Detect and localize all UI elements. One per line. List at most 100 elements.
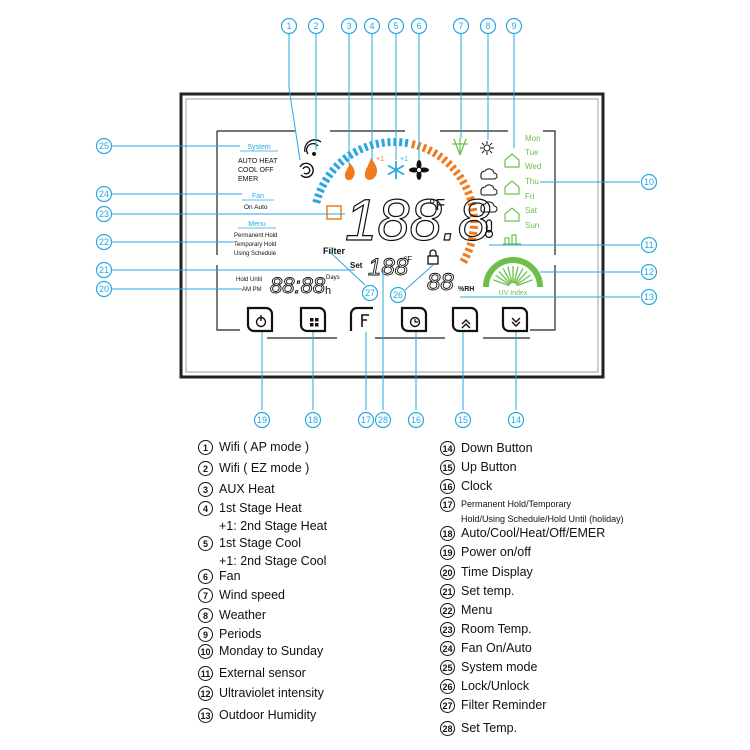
menu-line1: Permanent Hold <box>234 233 277 239</box>
legend-label: Lock/Unlock <box>461 679 530 693</box>
room-temp-digits: 188.8 <box>345 188 490 253</box>
callout-2: 2 <box>307 17 325 35</box>
svg-text:16: 16 <box>411 415 421 425</box>
legend-label: Menu <box>461 603 493 617</box>
room-temp-unit: °F <box>429 197 445 214</box>
legend-number: 27 <box>440 698 455 713</box>
legend-number: 28 <box>440 721 455 736</box>
legend-number: 10 <box>198 644 213 659</box>
arc-heat-segment <box>467 236 477 242</box>
legend-label: External sensor <box>219 666 306 680</box>
uv-label: UV Index <box>499 290 528 297</box>
callout-13: 13 <box>640 288 658 306</box>
arc-heat-segment <box>469 213 478 218</box>
arc-heat-segment <box>436 152 444 161</box>
legend-label: 1st Stage Heat+1: 2nd Stage Heat <box>219 501 328 533</box>
callout-23: 23 <box>95 205 113 223</box>
legend-label: AUX Heat <box>219 482 275 496</box>
legend-label: Ultraviolet intensity <box>219 686 324 700</box>
periods-icons <box>503 153 521 245</box>
stage-heat-icon: +1 <box>364 156 384 180</box>
callout-22: 22 <box>95 233 113 251</box>
arc-heat-segment <box>469 231 478 236</box>
callout-3: 3 <box>340 17 358 35</box>
svg-text:9: 9 <box>511 21 516 31</box>
arc-heat-segment <box>468 207 478 212</box>
arc-heat-segment <box>440 155 449 165</box>
time-display: Hold Until AM PM 88:88 Days h <box>236 273 340 299</box>
legend-label: Set temp. <box>461 584 515 598</box>
legend-label: Weather <box>219 608 267 622</box>
legend-number: 24 <box>440 641 455 656</box>
callout-19: 19 <box>253 411 271 429</box>
svg-text:20: 20 <box>99 284 109 294</box>
legend-label: Wifi ( AP mode ) <box>219 440 310 454</box>
clock-button[interactable] <box>400 306 428 333</box>
legend-number: 6 <box>198 569 213 584</box>
uv-ray <box>515 270 528 285</box>
am-pm-label: AM PM <box>242 287 262 293</box>
set-temp-unit: °F <box>404 255 412 264</box>
svg-text:28: 28 <box>378 415 388 425</box>
down-button[interactable] <box>501 306 529 333</box>
callout-12: 12 <box>640 263 658 281</box>
svg-text:26: 26 <box>393 290 403 300</box>
arc-cool-segment <box>312 198 321 204</box>
fan-block: Fan On Auto <box>242 193 274 211</box>
stage-cool-icon: +1 <box>387 156 408 179</box>
mode-button[interactable] <box>299 306 327 333</box>
legend-number: 25 <box>440 660 455 675</box>
callout-27: 27 <box>361 284 379 302</box>
legend-number: 17 <box>440 497 455 512</box>
legend-number: 15 <box>440 460 455 475</box>
set-label: Set <box>350 261 363 270</box>
svg-text:13: 13 <box>644 292 654 302</box>
callout-11: 11 <box>640 236 658 254</box>
callout-15: 15 <box>454 411 472 429</box>
callout-6: 6 <box>410 17 428 35</box>
hours-label: h <box>325 285 331 297</box>
menu-button[interactable] <box>349 306 373 331</box>
fan-modes: On Auto <box>244 204 268 211</box>
callout-20: 20 <box>95 280 113 298</box>
day-wed: Wed <box>525 162 541 171</box>
legend-label: Set Temp. <box>461 721 518 735</box>
arc-heat-segment <box>466 242 476 248</box>
svg-text:22: 22 <box>99 237 109 247</box>
legend-number: 5 <box>198 536 213 551</box>
stage-heat-plus: +1 <box>376 156 384 163</box>
legend-number: 23 <box>440 622 455 637</box>
arc-heat-segment <box>445 159 453 168</box>
svg-text:4: 4 <box>369 21 374 31</box>
weather-cloud-icons <box>480 168 498 213</box>
arc-cool-segment <box>318 181 328 189</box>
system-modes-line3: EMER <box>238 176 258 183</box>
legend-label: 1st Stage Cool+1: 2nd Stage Cool <box>219 536 327 568</box>
uv-ray <box>516 279 533 287</box>
legend-number: 12 <box>198 686 213 701</box>
system-title: System <box>247 144 271 151</box>
set-temp-display: Set 188 °F <box>350 254 412 282</box>
day-thu: Thu <box>525 177 539 186</box>
up-button[interactable] <box>451 306 479 333</box>
legend-number: 20 <box>440 565 455 580</box>
filter-label: Filter <box>323 246 346 256</box>
legend-label: Time Display <box>461 565 533 579</box>
svg-text:27: 27 <box>365 288 375 298</box>
arc-cool-segment <box>337 157 345 166</box>
device-inner-border <box>185 98 599 373</box>
lock-icon <box>427 249 439 265</box>
svg-text:7: 7 <box>458 21 463 31</box>
menu-block: Menu Permanent Hold Temporary Hold Using… <box>234 221 277 257</box>
svg-text:11: 11 <box>644 240 653 250</box>
svg-text:2: 2 <box>313 21 318 31</box>
menu-line2: Temporary Hold <box>234 242 276 248</box>
legend-label: Outdoor Humidity <box>219 708 317 722</box>
power-button[interactable] <box>246 306 274 333</box>
svg-text:10: 10 <box>644 177 654 187</box>
